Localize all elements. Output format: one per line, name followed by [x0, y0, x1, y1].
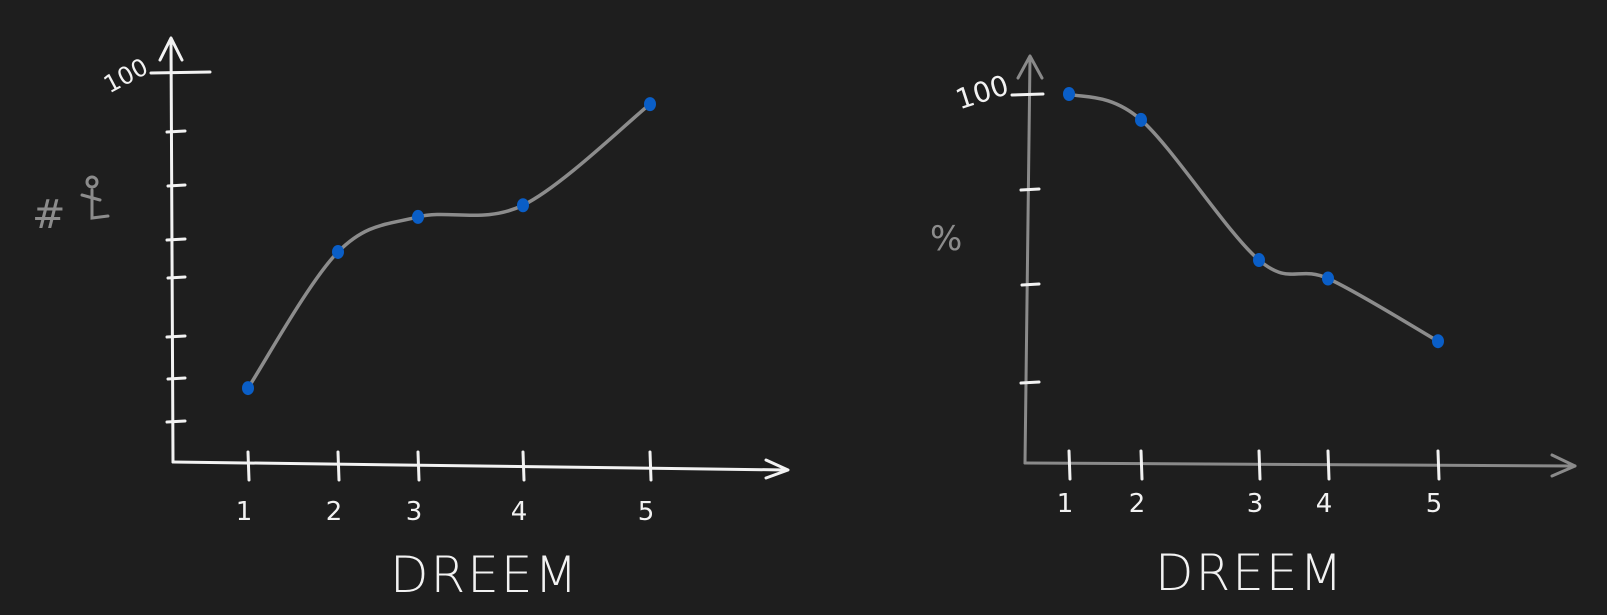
right-y-tick: [1019, 187, 1041, 192]
left-data-point-2: [332, 244, 344, 259]
left-x-tick-label: 2: [326, 497, 343, 527]
left-y-tick: [165, 419, 187, 424]
left-x-tick-label: 1: [236, 497, 253, 527]
left-y-top-tick: [149, 70, 212, 75]
right-data-point-3: [1253, 253, 1265, 268]
left-y-tick: [166, 275, 187, 280]
right-x-axis: [1023, 461, 1577, 468]
left-data-point-5: [644, 97, 656, 112]
right-data-point-1: [1063, 87, 1075, 101]
left-y-axis-arrowhead: [158, 36, 184, 62]
right-x-tick-label: 1: [1057, 489, 1074, 519]
right-data-point-5: [1432, 334, 1444, 349]
right-data-point-2: [1135, 112, 1147, 127]
left-y-tick: [165, 334, 187, 339]
left-data-point-4: [517, 198, 529, 213]
right-x-tick: [1139, 449, 1144, 481]
left-x-ticks: 1 2 3 4 5: [236, 450, 655, 527]
right-y-axis-label: %: [930, 219, 962, 259]
left-y-axis: [169, 38, 175, 464]
left-data-point-1: [242, 381, 254, 396]
right-x-axis-label: DREEM: [1155, 544, 1345, 602]
left-x-axis: [171, 460, 788, 472]
left-y-top-label: 100: [99, 53, 153, 99]
right-y-axis: [1023, 56, 1032, 465]
right-x-ticks: 1 2 3 4 5: [1057, 449, 1443, 519]
right-series-line: [1067, 92, 1440, 343]
right-y-top-tick: [1010, 92, 1045, 97]
right-x-tick-label: 5: [1426, 489, 1443, 519]
left-y-tick: [166, 183, 187, 188]
right-series-points: [1063, 87, 1444, 349]
left-series-points: [242, 97, 656, 396]
left-y-tick: [165, 129, 187, 134]
left-y-axis-label: #: [32, 192, 66, 238]
left-y-tick: [165, 237, 187, 242]
right-y-top-label: 100: [952, 68, 1013, 116]
left-x-tick-label: 3: [406, 497, 423, 527]
right-x-tick: [1257, 449, 1262, 481]
right-x-tick-label: 4: [1316, 489, 1333, 519]
right-x-tick-label: 3: [1247, 489, 1264, 519]
left-x-tick: [648, 450, 653, 482]
left-x-axis-label: DREEM: [390, 546, 580, 604]
right-x-tick: [1067, 449, 1072, 481]
left-x-axis-arrowhead: [764, 458, 790, 480]
right-x-tick: [1436, 449, 1441, 481]
chart-left: 1 2 3 4 5 100 # DREEM: [32, 36, 790, 604]
left-y-tick: [166, 376, 187, 381]
right-y-axis-arrowhead: [1016, 54, 1044, 80]
right-data-point-4: [1322, 271, 1334, 286]
left-x-tick: [416, 450, 421, 482]
right-y-ticks: [1019, 187, 1041, 385]
left-series-line: [246, 102, 652, 390]
right-x-tick: [1326, 449, 1331, 481]
right-y-tick: [1019, 380, 1041, 385]
right-y-tick: [1020, 282, 1041, 287]
chart-right: 1 2 3 4 5 100 % DREEM: [930, 54, 1577, 602]
left-y-axis-figure-icon: [80, 175, 110, 220]
left-x-tick: [521, 450, 526, 482]
left-x-tick: [336, 450, 341, 482]
right-x-axis-arrowhead: [1550, 453, 1577, 478]
left-x-tick-label: 5: [638, 497, 655, 527]
right-x-tick-label: 2: [1129, 489, 1146, 519]
left-x-tick: [246, 450, 251, 482]
left-x-tick-label: 4: [511, 497, 528, 527]
left-y-ticks: [165, 129, 187, 424]
left-data-point-3: [412, 209, 424, 224]
